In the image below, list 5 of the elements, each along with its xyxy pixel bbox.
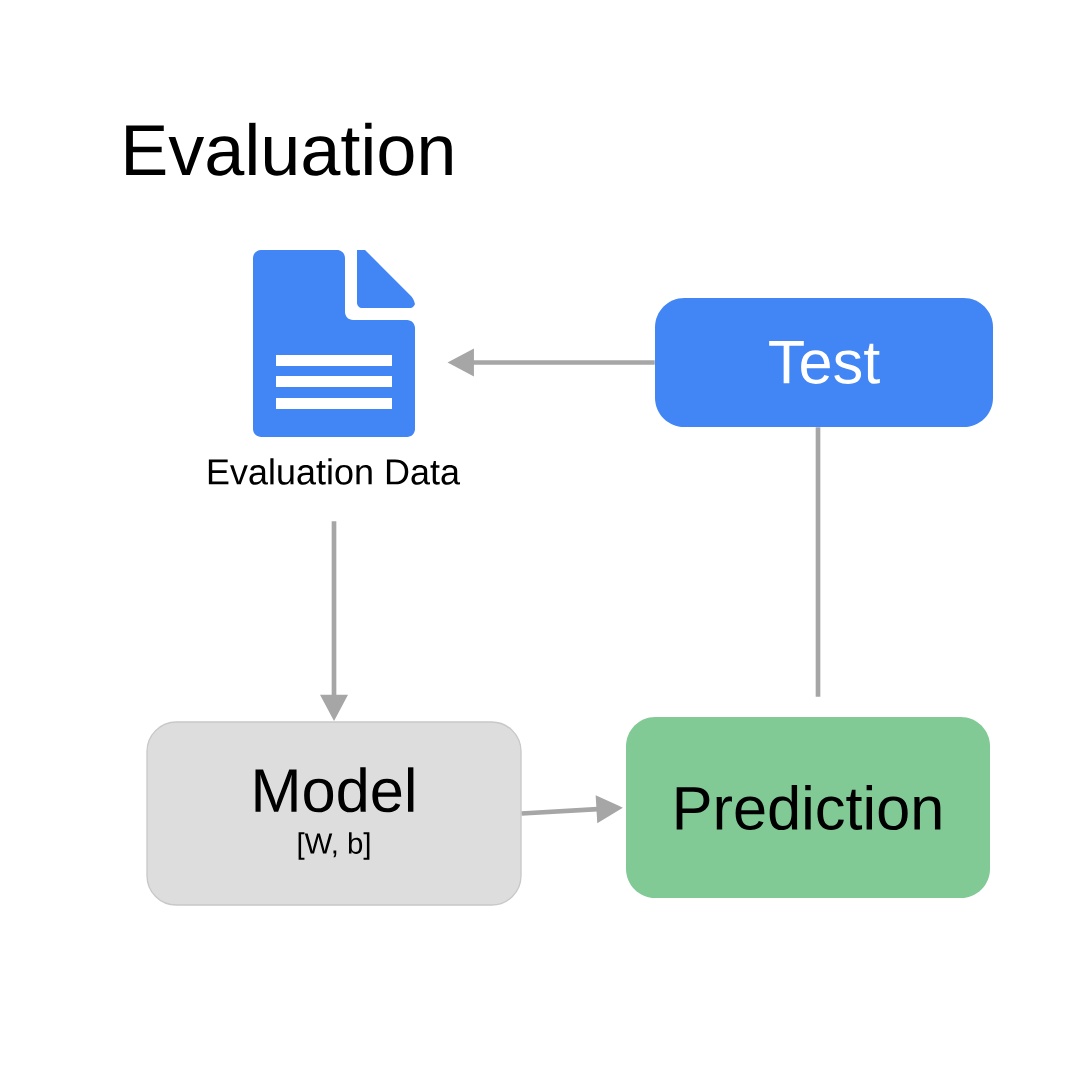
- output-box: Prediction: [626, 717, 990, 898]
- process-box: Test: [655, 298, 993, 427]
- icon-caption: Evaluation Data: [208, 458, 461, 485]
- title: Evaluation: [126, 122, 452, 176]
- model-box: Model [W, b]: [146, 721, 522, 906]
